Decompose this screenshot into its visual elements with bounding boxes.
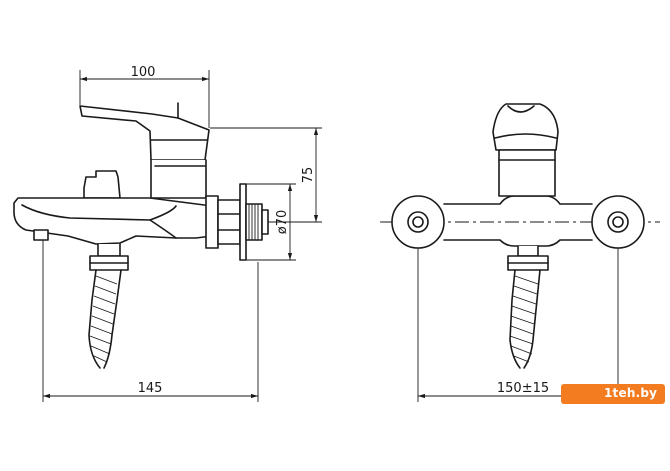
eccentric-body [205,195,219,249]
hose-front [509,269,541,369]
wall-flange [239,183,247,261]
dimension-label-diameter: ø70 [275,210,290,235]
hose-side [88,269,122,369]
mixer-handle [79,105,210,161]
hose-nut-top [97,243,121,257]
eccentric-nut [217,199,241,245]
watermark-badge [561,384,665,404]
front-handle [492,103,559,151]
dimension-label-150: 150±15 [497,381,549,396]
side-view: 100 75 ø70 145 [13,65,322,402]
mixer-body [150,159,207,199]
aerator [33,229,49,241]
front-view: 150±15 [380,103,660,402]
threaded-inlet [245,203,263,241]
front-body [498,149,556,197]
dimension-label-75: 75 [301,167,316,184]
dimension-connector-diameter: ø70 [244,183,296,261]
dimension-label-145: 145 [138,381,163,396]
dimension-label-100: 100 [131,65,156,80]
dimension-spout-length: 145 [42,240,259,402]
diverter-knob [83,170,121,199]
dimension-handle-reach: 100 [79,65,210,128]
watermark-text: 1teh.by [604,386,658,400]
front-hose-nut-top [517,245,539,257]
